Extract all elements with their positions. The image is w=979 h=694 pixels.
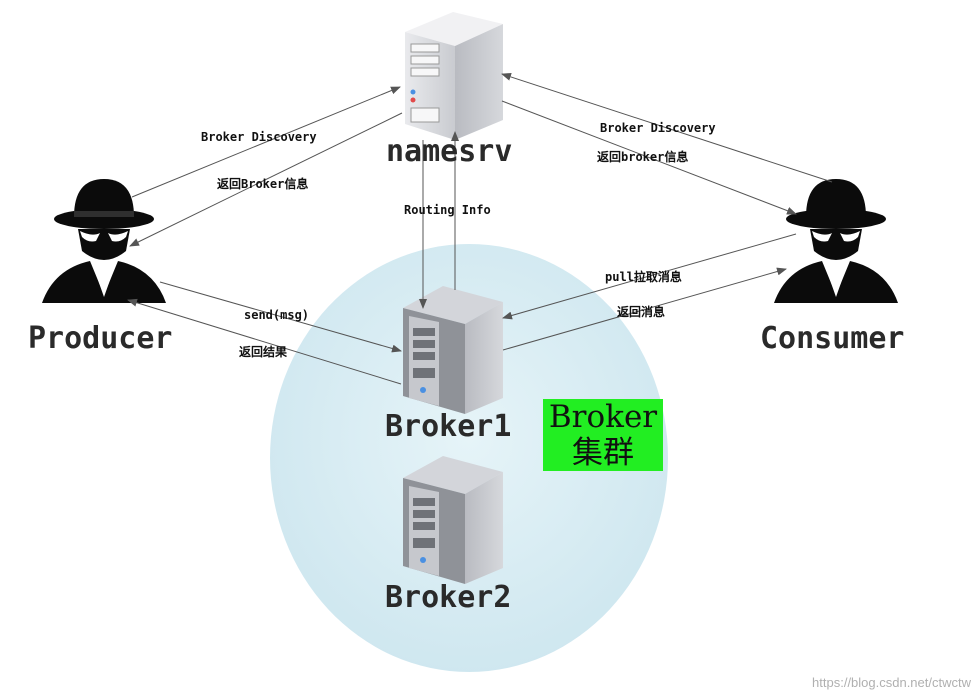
consumer-spy-icon: [774, 179, 898, 303]
arrow-consumer-to-namesrv: [501, 72, 833, 183]
namesrv-server-icon: [405, 12, 503, 140]
edge-label-consumer-discovery: Broker Discovery: [600, 121, 716, 135]
broker-cluster-label: Broker 集群: [543, 399, 663, 471]
watermark: https://blog.csdn.net/ctwctw: [812, 675, 971, 690]
arrow-consumer-to-broker1: [502, 233, 797, 320]
broker-cluster-area: [270, 244, 668, 672]
arrow-producer-to-broker1: [159, 281, 402, 353]
arrow-namesrv-to-consumer: [501, 100, 797, 215]
broker1-label: Broker1: [385, 409, 512, 444]
edge-label-send-result: 返回结果: [239, 345, 288, 359]
broker2-label: Broker2: [385, 580, 512, 615]
edge-label-routing-info: Routing Info: [404, 203, 491, 217]
edge-label-pull-msg: pull拉取消息: [605, 270, 682, 284]
namesrv-label: namesrv: [386, 134, 513, 169]
edge-label-consumer-return-info: 返回broker信息: [597, 150, 689, 164]
arrow-namesrv-to-producer: [129, 112, 403, 247]
edge-label-return-msg: 返回消息: [617, 305, 666, 319]
edge-label-producer-return-info: 返回Broker信息: [217, 177, 309, 191]
broker2-server-icon: [403, 456, 503, 584]
broker1-server-icon: [403, 286, 503, 414]
arrow-broker1-to-consumer: [502, 267, 787, 351]
edge-label-producer-discovery: Broker Discovery: [201, 130, 317, 144]
producer-label: Producer: [28, 321, 173, 356]
arrow-broker1-to-producer: [127, 298, 402, 385]
broker-cluster-label-line2: 集群: [572, 435, 634, 471]
producer-spy-icon: [42, 179, 166, 303]
arrow-producer-to-namesrv: [131, 86, 401, 198]
edge-label-send-msg: send(msg): [244, 308, 310, 322]
broker-cluster-label-line1: Broker: [548, 399, 658, 435]
consumer-label: Consumer: [760, 321, 905, 356]
